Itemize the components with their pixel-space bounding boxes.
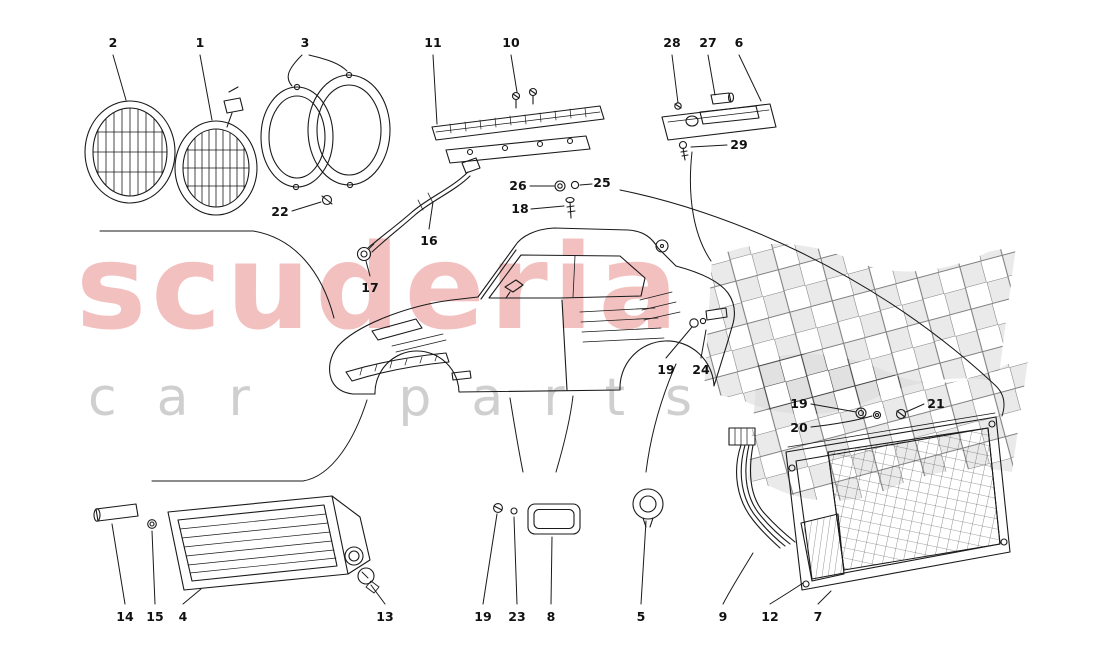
part-number-callout: 18 xyxy=(511,200,529,216)
part-number-callout: 8 xyxy=(546,608,556,624)
part-number-callout: 19 xyxy=(657,361,675,377)
part-number-callout: 21 xyxy=(927,395,945,411)
part-number-callout: 10 xyxy=(502,34,520,50)
part-number-callout: 27 xyxy=(699,34,717,50)
part-number-callout: 25 xyxy=(593,174,611,190)
bracket-hardware xyxy=(554,180,580,219)
part-number-callout: 22 xyxy=(271,203,289,219)
part-number-callout: 17 xyxy=(361,279,379,295)
part-number-callout: 19 xyxy=(474,608,492,624)
part-number-callout: 11 xyxy=(424,34,442,50)
headlight-outer-unit xyxy=(84,100,176,204)
leader-lines xyxy=(111,54,925,605)
headlight-inner-unit xyxy=(174,86,258,216)
part-number-callout: 7 xyxy=(813,608,823,624)
part-number-callout: 4 xyxy=(178,608,188,624)
part-number-callout: 20 xyxy=(790,419,808,435)
headlight-cable xyxy=(356,157,481,262)
part-number-callout: 14 xyxy=(116,608,134,624)
part-number-callout: 15 xyxy=(146,608,164,624)
fog-lamp-assembly xyxy=(93,495,380,594)
part-number-callout: 26 xyxy=(509,177,527,193)
part-number-callout: 23 xyxy=(508,608,526,624)
part-number-callout: 1 xyxy=(195,34,205,50)
part-number-callout: 3 xyxy=(300,34,310,50)
mounting-bracket xyxy=(431,87,605,164)
part-number-callout: 12 xyxy=(761,608,779,624)
part-number-callout: 28 xyxy=(663,34,681,50)
car-body-outline xyxy=(329,227,735,395)
wiring-harness xyxy=(728,427,796,549)
side-marker-lamp xyxy=(493,503,581,535)
part-number-callout: 9 xyxy=(718,608,728,624)
part-number-callout: 5 xyxy=(636,608,646,624)
part-number-callout: 2 xyxy=(108,34,118,50)
part-number-callout: 6 xyxy=(734,34,744,50)
reference-curves xyxy=(99,151,1005,482)
part-number-callout: 19 xyxy=(790,395,808,411)
part-number-callout: 16 xyxy=(420,232,438,248)
part-number-callout: 29 xyxy=(730,136,748,152)
part-number-callout: 24 xyxy=(692,361,710,377)
headlight-mounting-rings xyxy=(260,71,391,206)
part-number-callout: 13 xyxy=(376,608,394,624)
tail-light-assembly xyxy=(785,407,1011,591)
side-repeater-lamp xyxy=(661,92,777,161)
